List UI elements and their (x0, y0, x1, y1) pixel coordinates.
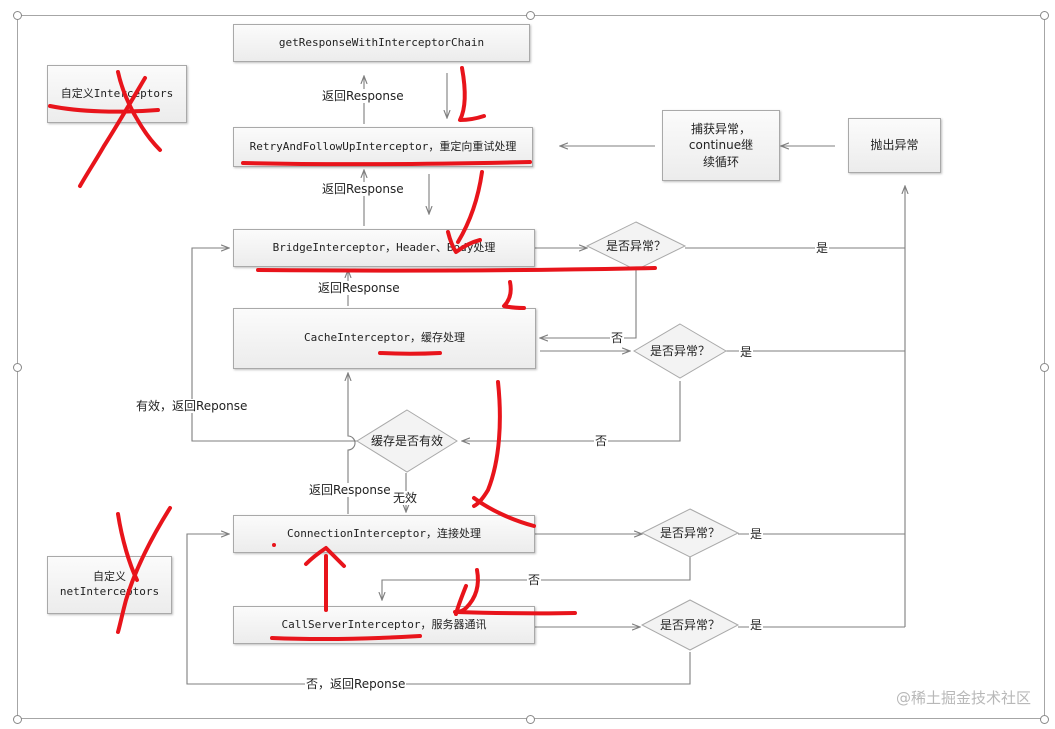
arrow-cache-no-to-valid (462, 381, 681, 441)
decision-label-cache: 是否异常？ (649, 344, 711, 358)
decision-label-connection: 是否异常？ (659, 526, 721, 540)
resize-handle[interactable] (1040, 11, 1049, 20)
retry-interceptor-box: RetryAndFollowUpInterceptor，重定向重试处理 (233, 127, 533, 167)
custom-net-interceptors-box: 自定义 netInterceptors (47, 556, 172, 614)
annotation-arrow (502, 280, 526, 310)
edge-label-yes: 是 (739, 345, 754, 359)
cache-interceptor-box: CacheInterceptor，缓存处理 (233, 308, 536, 369)
resize-handle[interactable] (13, 11, 22, 20)
annotation-underline (270, 634, 422, 642)
annotation-arrow (304, 546, 346, 568)
annotation-cross-stroke (116, 512, 139, 582)
arrow-connection-to-cache (348, 373, 356, 514)
edge-label-no: 否 (594, 434, 609, 448)
annotation-underline (378, 351, 442, 356)
annotation-arrow (446, 230, 482, 254)
arrow-bridge-no-to-cache (540, 270, 637, 338)
resize-handle[interactable] (1040, 363, 1049, 372)
arrow-callserver-no-to-connection (186, 534, 691, 685)
annotation-arrow (472, 380, 502, 508)
annotation-cross-stroke (78, 76, 147, 188)
edge-label-invalid: 无效 (392, 491, 419, 505)
throw-exception-box: 抛出异常 (848, 118, 941, 173)
watermark: @稀土掘金技术社区 (895, 689, 1031, 707)
annotation-underline (256, 266, 657, 273)
edge-label-no-return: 否，返回Reponse (305, 677, 407, 691)
decision-diamond-callserver (640, 599, 740, 651)
edge-label-return-response: 返回Response (308, 483, 392, 497)
edge-label-yes: 是 (749, 618, 764, 632)
resize-handle[interactable] (1040, 715, 1049, 724)
annotation-arrow (454, 584, 468, 616)
edge-label-no: 否 (527, 573, 542, 587)
resize-handle[interactable] (526, 11, 535, 20)
bridge-interceptor-box: BridgeInterceptor，Header、Body处理 (233, 229, 535, 267)
edge-label-yes: 是 (749, 527, 764, 541)
get-response-box: getResponseWithInterceptorChain (233, 24, 530, 62)
resize-handle[interactable] (526, 715, 535, 724)
annotation-cross-stroke (116, 506, 172, 634)
decision-diamond-cache-valid (356, 409, 458, 473)
decision-diamond-cache (633, 323, 727, 379)
annotation-underline (48, 104, 160, 114)
decision-diamond-connection (640, 508, 740, 558)
connection-interceptor-box: ConnectionInterceptor，连接处理 (233, 515, 535, 553)
edge-label-yes: 是 (815, 241, 830, 255)
decision-label-bridge: 是否异常？ (605, 239, 667, 253)
annotation-underline (241, 160, 532, 167)
arrow-valid-to-bridge (191, 248, 357, 442)
decision-label-cache-valid: 缓存是否有效 (370, 434, 444, 448)
annotation-cross-stroke (116, 70, 162, 152)
edge-label-valid-return: 有效，返回Reponse (135, 399, 249, 413)
annotation-arrow (456, 170, 484, 244)
annotation-underline (453, 610, 577, 616)
resize-handle[interactable] (13, 363, 22, 372)
edge-label-return-response: 返回Response (321, 182, 405, 196)
edge-label-return-response: 返回Response (321, 89, 405, 103)
catch-exception-box: 捕获异常， continue继 续循环 (662, 110, 780, 181)
resize-handle[interactable] (13, 715, 22, 724)
decision-label-callserver: 是否异常？ (659, 618, 721, 632)
edge-label-return-response: 返回Response (317, 281, 401, 295)
annotation-arrow (472, 496, 536, 528)
annotation-arrow (458, 66, 486, 122)
edge-label-no: 否 (610, 331, 625, 345)
annotation-dot (272, 543, 276, 547)
